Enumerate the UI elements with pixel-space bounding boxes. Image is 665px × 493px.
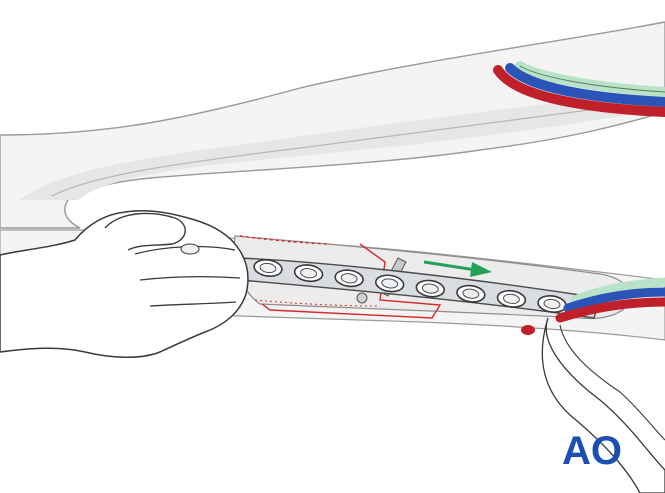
thumb bbox=[104, 212, 186, 251]
hand bbox=[0, 209, 249, 359]
lower-vein bbox=[563, 287, 665, 313]
plate-hole bbox=[375, 274, 405, 293]
arrow-right-icon bbox=[423, 260, 492, 277]
upper-limb-outline bbox=[0, 21, 665, 229]
plate-hole bbox=[293, 264, 324, 283]
upper-vein bbox=[505, 63, 665, 107]
finger-2 bbox=[139, 276, 241, 281]
upper-nerve-outline bbox=[519, 65, 665, 93]
incision-edge-wound bbox=[261, 243, 442, 319]
vessel-end bbox=[521, 325, 535, 335]
plate-hole bbox=[253, 259, 283, 277]
upper-bone-line bbox=[51, 99, 665, 197]
upper-bone-shaft bbox=[20, 90, 665, 200]
plate-holes bbox=[253, 259, 567, 313]
vessel-loop-fold bbox=[559, 324, 665, 441]
plate-hole bbox=[334, 269, 364, 288]
lower-nerve bbox=[570, 277, 665, 305]
ao-logo: AO bbox=[562, 429, 622, 473]
plate-hole bbox=[456, 284, 486, 303]
vessel-loop-tape bbox=[541, 317, 665, 493]
upper-neurovascular-bundle bbox=[493, 61, 665, 117]
vessel-loop bbox=[541, 317, 665, 493]
finger-3 bbox=[149, 301, 237, 307]
plate-hole bbox=[415, 279, 445, 298]
plate-hole bbox=[496, 289, 527, 308]
thumbnail bbox=[180, 243, 200, 255]
upper-limb bbox=[0, 21, 665, 229]
bone-plate bbox=[239, 257, 601, 319]
lower-neurovascular-bundle bbox=[521, 277, 665, 335]
plate-hole bbox=[537, 295, 567, 313]
upper-artery bbox=[493, 65, 665, 117]
incision-edge-lower bbox=[254, 299, 381, 307]
screw-head bbox=[356, 292, 368, 304]
lower-artery bbox=[555, 297, 665, 323]
